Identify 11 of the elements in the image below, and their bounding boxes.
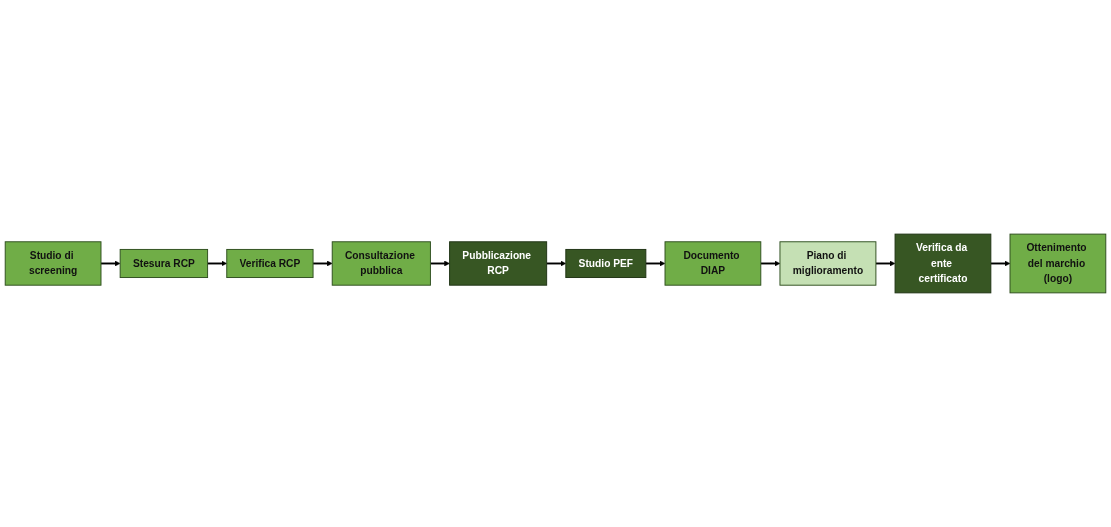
node-box: Documento DIAP — [664, 241, 762, 286]
node-box: Pubblicazione RCP — [449, 241, 548, 286]
node-box: Verifica da ente certificato — [894, 233, 992, 294]
node-box: Verifica RCP — [226, 248, 314, 279]
arrow — [429, 260, 450, 267]
node-box: Piano di miglioramento — [779, 241, 877, 286]
node-box: Stesura RCP — [119, 248, 209, 279]
node-box: Consultazione pubblica — [331, 241, 431, 286]
node-box: Studio PEF — [565, 248, 647, 279]
node-box: Ottenimento del marchio (logo) — [1009, 233, 1107, 294]
node-box: Studio di screening — [4, 241, 102, 286]
